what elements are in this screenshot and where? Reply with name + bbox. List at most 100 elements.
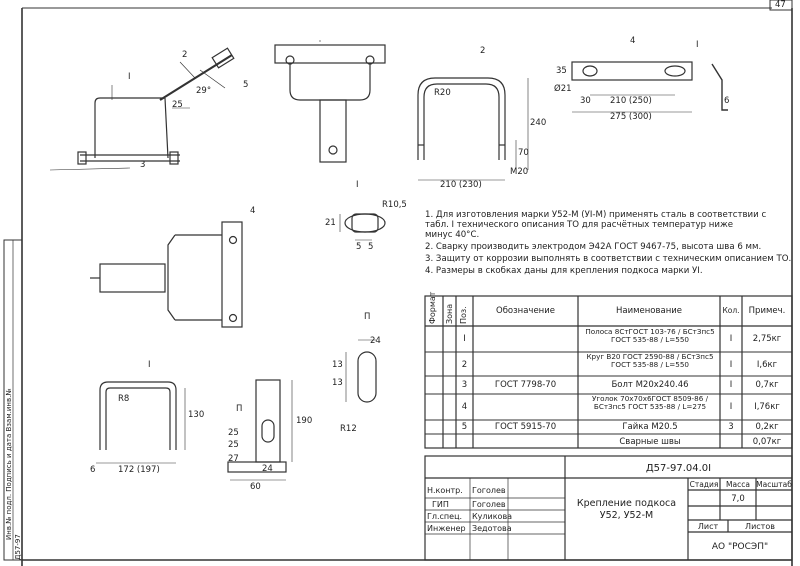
note-2: 2. Сварку производить электродом Э42А ГО… [425,242,762,252]
title-line-2: У52, У52-М [599,510,654,521]
spec-row-pos: 3 [461,380,468,390]
spec-row-name: Полоса 8СтГОСТ 103-76 / БСтЗпс5 ГОСТ 535… [585,327,715,344]
mass-label: Масса [726,480,750,489]
v1-label-5: 5 [243,80,249,90]
spec-row-name: Сварные швы [619,437,681,447]
v1-label-i: I [128,72,131,82]
doc-code: Д57-97.04.0I [645,463,712,474]
signer-name: Гоголев [472,486,506,495]
spec-row-name: Гайка M20.5 [622,422,678,432]
v3-dim-275: 275 (300) [610,112,652,122]
scale-label: Масштаб [756,480,792,489]
spec-row-designation: ГОСТ 5915-70 [494,422,557,432]
spec-row-name: Болт M20x240.46 [611,380,689,390]
mass-value: 7,0 [731,494,745,504]
view-1-assembly [49,47,235,171]
spec-header-qty: Кол. [722,306,740,315]
spec-row-qty: I [729,334,733,344]
spec-row-note: 0,2кг [755,422,779,432]
spec-header-pos: Поз. [459,306,468,324]
signer-role: Инженер [427,524,466,533]
part1-label-i: I [148,360,151,370]
part4-dim-25a: 25 [228,428,239,438]
detail2-dim-13a: 13 [332,360,343,370]
note-1b: табл. I технического описания ТО для рас… [425,220,734,230]
note-1c: минус 40°С. [425,230,480,240]
spec-row-qty: 3 [728,422,734,432]
margin-stamp-text: Инв.№ подл. Подпись и дата Взам.инв.№ [5,388,13,540]
v1-label-3: 3 [140,160,146,170]
signer-name: Куликова [472,512,513,521]
signer-name: Зедотова [472,524,512,533]
detail-2-slot [345,339,377,403]
v2-dim-210: 210 (230) [440,180,482,190]
v2-dim-70: 70 [518,148,529,158]
part4-dim-60: 60 [250,482,261,492]
spec-row-qty: I [729,402,733,412]
spec-row-note: I,6кг [756,360,778,370]
spec-header-note: Примеч. [748,306,786,316]
signer-role: Н.контр. [427,486,463,495]
v2-dim-m20: M20 [510,167,529,177]
detail1-dim-21: 21 [325,218,336,228]
spec-row-name: Круг В20 ГОСТ 2590-88 / БСтЗпс5 ГОСТ 535… [586,352,714,369]
spec-row-pos: 5 [461,422,468,432]
v1-label-2: 2 [182,50,188,60]
v3-dim-d21: Ø21 [554,84,572,94]
detail2-dim-24: 24 [370,336,381,346]
spec-header-format: Формат [428,291,437,324]
v3-dim-30: 30 [580,96,591,106]
spec-row-qty: I [729,380,733,390]
view-4-flat-bar [571,61,728,113]
organization: АО "РОСЭП" [711,542,769,552]
sheet-number: 47 [775,0,786,10]
signer-name: Гоголев [472,500,506,509]
spec-row-qty: I [729,360,733,370]
sheet-label: Лист [697,522,719,531]
sheets-label: Листов [745,522,775,531]
part4-label-p: П [236,404,243,414]
part-1-strip [96,381,186,464]
detail-1-slot [339,213,386,241]
v1-dim-25: 25 [172,100,183,110]
detail2-dim-13b: 13 [332,378,343,388]
view-3-u-rod [417,77,529,181]
v1-dim-angle: 29° [196,86,212,96]
spec-table-grid [424,295,793,449]
detail2-title: П [364,312,371,322]
detail1-dim-5b: 5 [368,242,374,252]
part1-dim-172: 172 (197) [118,465,160,475]
spec-row-name: Уголок 70x70x6ГОСТ 8509-86 / БСтЗпс5 ГОС… [591,394,708,411]
spec-header-zone: Зона [445,303,454,324]
part1-dim-r8: R8 [118,394,130,404]
title-line-1: Крепление подкоса [576,498,677,509]
side-view-assembly [90,221,243,328]
part4-dim-190: 190 [296,416,313,426]
part4-dim-24: 24 [262,464,273,474]
note-3: 3. Защиту от коррозии выполнять в соотве… [425,254,792,264]
margin-code: Д57-97 [14,534,22,560]
note-1a: 1. Для изготовления марки У52-М (УI-М) п… [425,210,767,220]
v2-label-2: 2 [480,46,486,56]
note-4: 4. Размеры в скобках даны для крепления … [425,266,703,276]
signer-role: Гл.спец. [427,512,463,521]
spec-row-designation: ГОСТ 7798-70 [494,380,557,390]
side-label-4: 4 [250,206,256,216]
v3-dim-6: 6 [724,96,730,106]
v3-label-i: I [696,40,699,50]
spec-row-pos: 2 [461,360,468,370]
v2-dim-r20: R20 [434,88,451,98]
spec-row-pos: 4 [461,402,468,412]
spec-row-pos: I [463,334,466,344]
part1-dim-6: 6 [90,465,96,475]
signer-role: ГИП [432,500,449,509]
spec-header-designation: Обозначение [496,306,555,316]
detail1-title: I [356,180,359,190]
detail1-dim-5a: 5 [356,242,362,252]
v3-dim-210: 210 (250) [610,96,652,106]
title-block-grid [424,455,793,561]
spec-header-name: Наименование [615,306,683,316]
stage-label: Стадия [689,480,719,489]
part4-dim-25b: 25 [228,440,239,450]
